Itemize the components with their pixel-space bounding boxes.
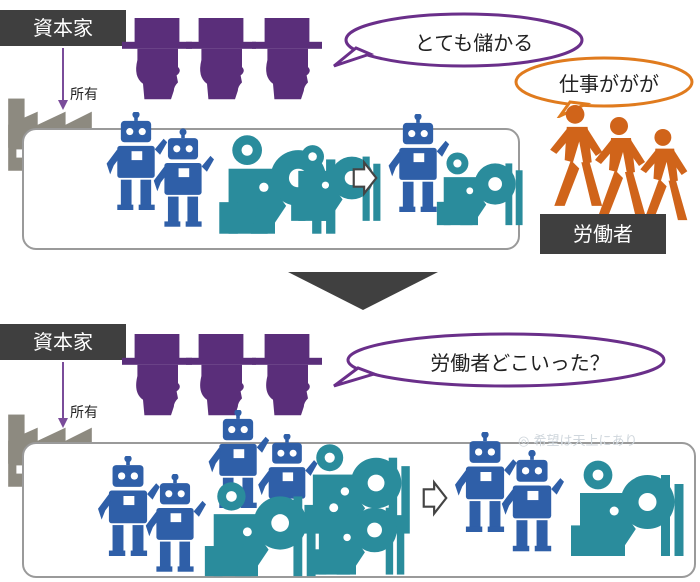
speech-bubble-top: とても儲かる [330,10,586,72]
watermark-text: 希望は天上にあり [533,434,638,449]
speech-text-bottom: 労働者どこいった？ [430,350,610,375]
owns-label-bottom: 所有 [70,405,98,421]
machinery-icon [196,468,320,578]
arrow-right-icon [352,158,378,198]
robot-icon [152,128,214,228]
watermark: ◎ 希望は天上にあり [518,430,638,449]
capitalist-icon [252,12,322,108]
machinery-icon [562,446,688,558]
capitalist-icon [186,12,256,108]
capitalist-label-top: 資本家 [0,10,126,46]
down-arrow-icon [288,272,438,312]
capitalist-icon [122,328,192,424]
machinery-icon [304,484,408,576]
worker-label: 労働者 [540,214,666,254]
owns-label-top: 所有 [70,87,98,103]
capitalist-icon [122,12,192,108]
speech-text-top: とても儲かる [414,30,534,55]
owns-arrow-bottom [58,362,68,428]
speech-bubble-bottom: 労働者どこいった？ [330,330,670,392]
owns-arrow-top [58,48,68,110]
machinery-icon [430,138,526,230]
worker-bubble: 仕事ががが [506,54,696,120]
worker-speech-text: 仕事ががが [559,71,659,96]
capitalist-label-bottom: 資本家 [0,324,126,360]
watermark-icon: ◎ [518,434,534,449]
worker-icon [632,128,690,222]
arrow-right-icon [422,478,448,518]
robot-icon [500,450,564,552]
